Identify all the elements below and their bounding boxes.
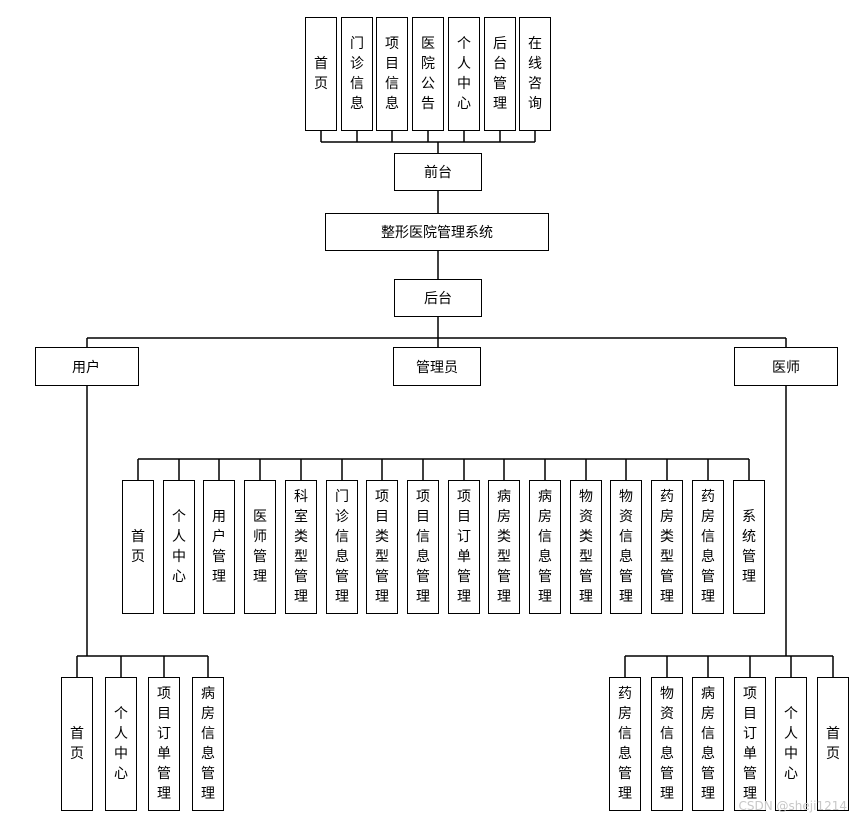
doctor-module-label: 病房信息管理 [701, 686, 715, 802]
admin-module-15: 药房信息管理 [692, 480, 724, 614]
doctor-module-label: 项目订单管理 [743, 686, 757, 802]
doctor-module-3: 病房信息管理 [692, 677, 724, 811]
user-role-label: 用户 [72, 359, 100, 376]
admin-module-label: 科室类型管理 [294, 489, 308, 605]
user-module-3: 项目订单管理 [148, 677, 180, 811]
admin-module-label: 项目信息管理 [416, 489, 430, 605]
front-module-7: 在线咨询 [519, 17, 551, 131]
admin-module-label: 个人中心 [172, 509, 186, 585]
admin-module-label: 用户管理 [212, 509, 226, 585]
doctor-module-label: 首页 [826, 726, 840, 762]
doctor-role-node: 医师 [734, 347, 838, 386]
doctor-module-5: 个人中心 [775, 677, 807, 811]
admin-module-11: 病房信息管理 [529, 480, 561, 614]
user-module-2: 个人中心 [105, 677, 137, 811]
admin-module-8: 项目信息管理 [407, 480, 439, 614]
user-module-1: 首页 [61, 677, 93, 811]
front-module-label: 首页 [314, 56, 328, 92]
admin-module-label: 药房类型管理 [660, 489, 674, 605]
front-module-2: 门诊信息 [341, 17, 373, 131]
system-title: 整形医院管理系统 [381, 225, 493, 241]
admin-module-label: 物资信息管理 [619, 489, 633, 605]
front-module-3: 项目信息 [376, 17, 408, 131]
admin-module-label: 物资类型管理 [579, 489, 593, 605]
watermark: CSDN @sheji1214 [738, 799, 847, 813]
user-module-label: 首页 [70, 726, 84, 762]
front-module-label: 门诊信息 [350, 36, 364, 112]
doctor-module-6: 首页 [817, 677, 849, 811]
front-module-label: 在线咨询 [528, 36, 542, 112]
admin-role-node: 管理员 [393, 347, 481, 386]
admin-module-label: 系统管理 [742, 509, 756, 585]
front-module-label: 医院公告 [421, 36, 435, 112]
system-root-node: 整形医院管理系统 [325, 213, 549, 251]
doctor-module-label: 药房信息管理 [618, 686, 632, 802]
user-module-label: 病房信息管理 [201, 686, 215, 802]
back-node: 后台 [394, 279, 482, 317]
admin-module-2: 个人中心 [163, 480, 195, 614]
doctor-module-4: 项目订单管理 [734, 677, 766, 811]
admin-module-13: 物资信息管理 [610, 480, 642, 614]
admin-module-label: 医师管理 [253, 509, 267, 585]
admin-module-label: 药房信息管理 [701, 489, 715, 605]
admin-module-label: 项目类型管理 [375, 489, 389, 605]
admin-module-label: 项目订单管理 [457, 489, 471, 605]
front-module-5: 个人中心 [448, 17, 480, 131]
user-module-label: 个人中心 [114, 706, 128, 782]
front-node-label: 前台 [424, 165, 452, 181]
back-node-label: 后台 [424, 291, 452, 307]
doctor-module-1: 药房信息管理 [609, 677, 641, 811]
admin-module-7: 项目类型管理 [366, 480, 398, 614]
front-node: 前台 [394, 153, 482, 191]
admin-module-12: 物资类型管理 [570, 480, 602, 614]
admin-module-5: 科室类型管理 [285, 480, 317, 614]
front-module-label: 个人中心 [457, 36, 471, 112]
admin-module-6: 门诊信息管理 [326, 480, 358, 614]
admin-module-1: 首页 [122, 480, 154, 614]
admin-module-16: 系统管理 [733, 480, 765, 614]
admin-module-14: 药房类型管理 [651, 480, 683, 614]
admin-module-10: 病房类型管理 [488, 480, 520, 614]
admin-role-label: 管理员 [416, 359, 458, 376]
user-role-node: 用户 [35, 347, 139, 386]
doctor-module-label: 个人中心 [784, 706, 798, 782]
doctor-module-2: 物资信息管理 [651, 677, 683, 811]
admin-module-9: 项目订单管理 [448, 480, 480, 614]
doctor-role-label: 医师 [772, 359, 800, 376]
user-module-4: 病房信息管理 [192, 677, 224, 811]
front-module-1: 首页 [305, 17, 337, 131]
admin-module-label: 门诊信息管理 [335, 489, 349, 605]
front-module-label: 项目信息 [385, 36, 399, 112]
front-module-label: 后台管理 [493, 36, 507, 112]
admin-module-4: 医师管理 [244, 480, 276, 614]
admin-module-label: 病房信息管理 [538, 489, 552, 605]
front-module-6: 后台管理 [484, 17, 516, 131]
front-module-4: 医院公告 [412, 17, 444, 131]
admin-module-3: 用户管理 [203, 480, 235, 614]
doctor-module-label: 物资信息管理 [660, 686, 674, 802]
admin-module-label: 首页 [131, 529, 145, 565]
user-module-label: 项目订单管理 [157, 686, 171, 802]
admin-module-label: 病房类型管理 [497, 489, 511, 605]
